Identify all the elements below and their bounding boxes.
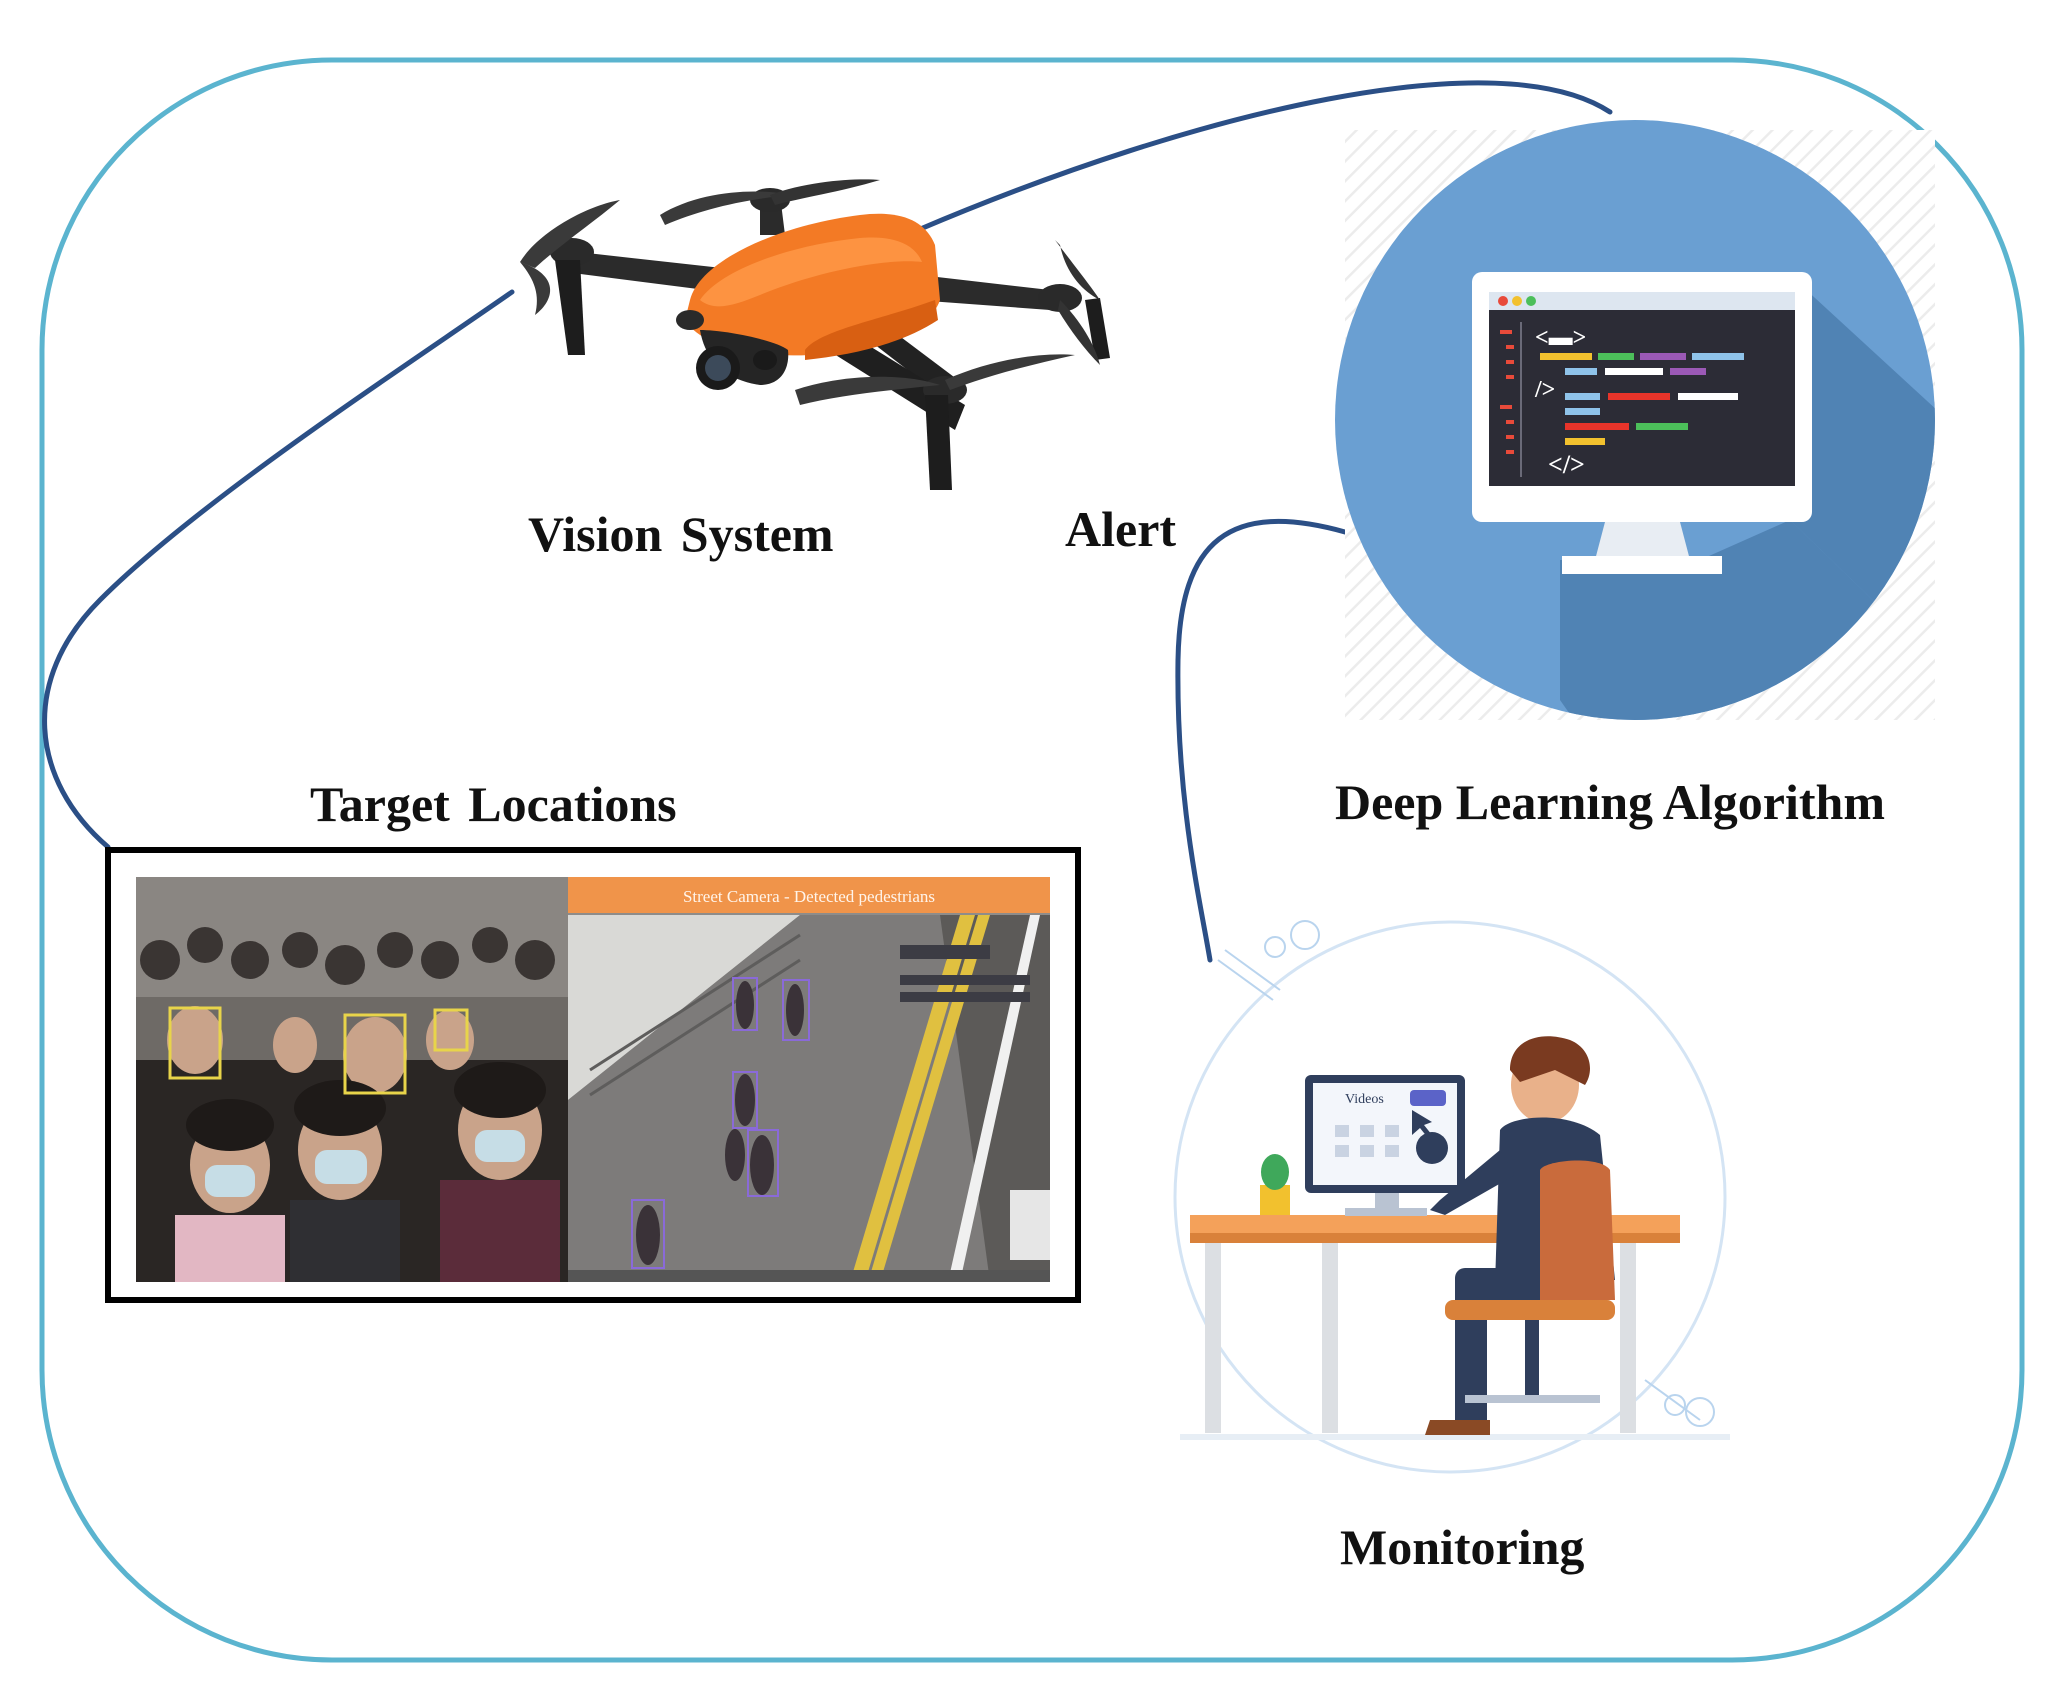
connector-dl-to-monitoring [1175, 518, 1348, 963]
connector-drone-to-dl [915, 80, 1613, 233]
alert-label: Alert [1065, 501, 1177, 557]
target-locations-panel: Street Camera - Detected pedestrians [105, 847, 1081, 1303]
target-locations-label: Target Locations [310, 776, 677, 832]
vision-system-label: Vision System [528, 506, 834, 562]
operator-at-desk-icon: Videos [1173, 920, 1730, 1474]
connectors [42, 80, 1613, 963]
street-camera-image [568, 877, 1050, 1282]
svg-text:/>: /> [1534, 377, 1555, 403]
outer-frame [39, 57, 2025, 1663]
monitoring-label: Monitoring [1340, 1519, 1585, 1575]
connector-target-to-drone [42, 289, 515, 850]
deep-learning-algorithm-label: Deep Learning Algorithm [1335, 774, 1885, 830]
drone-icon [520, 179, 1110, 490]
crowd-face-mask-image [136, 877, 568, 1282]
svg-text:<▬>: <▬> [1535, 325, 1586, 351]
street-camera-header: Street Camera - Detected pedestrians [683, 887, 935, 906]
svg-text:</>: </> [1548, 450, 1585, 479]
monitor-search-title: Videos [1345, 1092, 1384, 1107]
